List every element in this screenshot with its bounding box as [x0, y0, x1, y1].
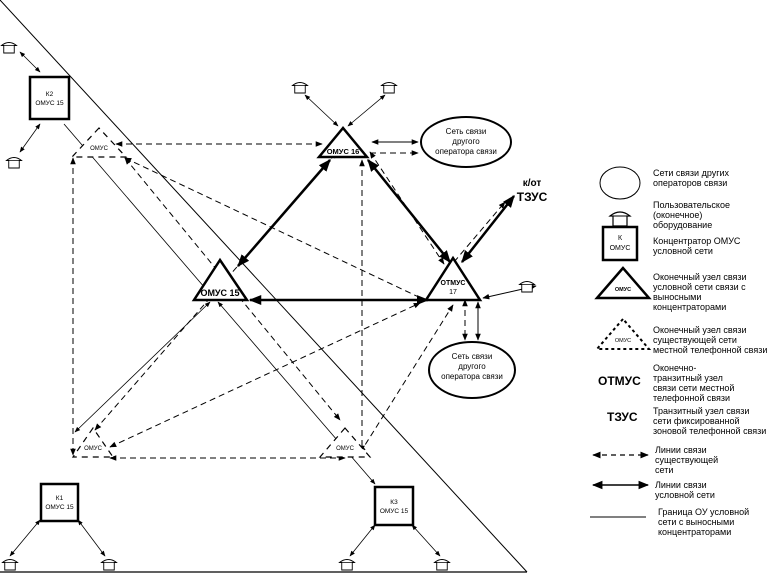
- other-network-bottom-line-2: другого: [458, 362, 486, 371]
- legend-text-other-networks: Сети связи других операторов связи: [653, 168, 730, 188]
- legend-otmus-symbol: ОТМУС: [598, 374, 641, 388]
- other-network-top-line-3: оператора связи: [435, 147, 497, 156]
- legend-text-existing-lines: Линии связи существующей сети: [655, 445, 719, 475]
- tzus-label-line-2: ТЗУС: [517, 190, 548, 204]
- other-network-bottom-line-1: Сеть связи: [452, 352, 493, 361]
- other-network-bottom-line-3: оператора связи: [441, 372, 503, 381]
- solid-link: [237, 159, 331, 267]
- legend-text-conditional-lines: Линии связи условной сети: [655, 480, 715, 500]
- legend-concentrator-symbol: К ОМУС: [601, 225, 639, 262]
- other-operator-network-top[interactable]: Сеть связи другого оператора связи: [420, 116, 512, 168]
- legend-solid-triangle-symbol: ОМУС: [594, 266, 652, 300]
- concentrator-k2-label-1: К2: [46, 91, 54, 98]
- legend-text-otmus: Оконечно- транзитный узел связи сети мес…: [653, 363, 735, 403]
- concentrator-k2[interactable]: К2 ОМУС 15: [28, 75, 71, 121]
- legend-text-existing-node: Оконечный узел связи существующей сети м…: [653, 325, 768, 355]
- legend-tzus-symbol: ТЗУС: [607, 410, 638, 424]
- phone-link: [347, 94, 386, 127]
- node-omus15[interactable]: ОМУС 15: [191, 257, 250, 302]
- phone-icon: [292, 82, 308, 94]
- phone-icon: [2, 559, 18, 571]
- dashed-link: [109, 302, 421, 448]
- node-omus15-label: ОМУС 15: [200, 288, 239, 298]
- phone-link: [9, 519, 41, 557]
- node-omus16-label: ОМУС 16: [327, 147, 360, 156]
- dashed-link: [124, 157, 426, 301]
- other-operator-network-bottom[interactable]: Сеть связи другого оператора связи: [428, 341, 516, 399]
- existing-node-top-label: ОМУС: [90, 146, 108, 152]
- phone-link: [19, 123, 41, 153]
- phone-link: [77, 519, 106, 557]
- existing-node-bottom-mid[interactable]: ОМУС: [318, 427, 372, 458]
- phone-link: [349, 524, 376, 557]
- existing-node-bottom-mid-label: ОМУС: [336, 446, 354, 452]
- svg-text:ОМУС: ОМУС: [610, 245, 631, 252]
- legend-symbols: К ОМУС ОМУС ОМУС: [590, 166, 652, 518]
- concentrator-k3-label-2: ОМУС 15: [380, 508, 409, 515]
- legend-text-boundary: Граница ОУ условной сети с выносными кон…: [658, 507, 750, 537]
- node-otmus17[interactable]: ОТМУС 17: [423, 255, 483, 302]
- svg-text:ОМУС: ОМУС: [615, 287, 631, 293]
- phone-icon: [609, 211, 631, 227]
- phone-icon: [519, 281, 535, 293]
- legend-text-tzus: Транзитный узел связи сети фиксированной…: [653, 406, 767, 436]
- legend-text-terminal-node: Оконечный узел связи условной сети связи…: [653, 272, 747, 312]
- conditional-links: [9, 51, 537, 557]
- tzus-label: к/от ТЗУС: [517, 178, 548, 204]
- concentrator-k1-label-1: К1: [56, 495, 64, 502]
- phone-link: [304, 94, 339, 127]
- existing-node-top[interactable]: ОМУС: [70, 127, 128, 158]
- phone-icon: [434, 559, 450, 571]
- phone-icon: [101, 559, 117, 571]
- svg-text:К: К: [618, 235, 623, 242]
- phone-icon: [381, 82, 397, 94]
- dashed-link: [453, 201, 506, 263]
- existing-node-bottom-left[interactable]: ОМУС: [71, 426, 115, 458]
- node-omus16[interactable]: ОМУС 16: [316, 126, 370, 159]
- legend-dashed-triangle-symbol: ОМУС: [594, 317, 652, 350]
- legend-ellipse-symbol: [599, 166, 641, 200]
- node-otmus17-label-1: ОТМУС: [441, 280, 466, 287]
- concentrator-k3[interactable]: К3 ОМУС 15: [373, 485, 415, 527]
- node-otmus17-label-2: 17: [449, 289, 457, 296]
- other-network-top-line-1: Сеть связи: [446, 127, 487, 136]
- svg-text:ОМУС: ОМУС: [615, 338, 631, 344]
- legend-text-concentrator: Концентратор ОМУС условной сети: [653, 236, 741, 256]
- phone-link: [411, 524, 441, 557]
- concentrator-k2-label-2: ОМУС 15: [35, 100, 64, 107]
- concentrator-k1[interactable]: К1 ОМУС 15: [39, 482, 80, 523]
- dashed-link: [359, 304, 454, 454]
- phone-icon: [339, 559, 355, 571]
- concentrator-k3-label-1: К3: [390, 499, 398, 506]
- solid-link: [367, 159, 451, 263]
- phone-link: [19, 51, 41, 73]
- phone-icon: [6, 157, 22, 169]
- existing-node-bottom-left-label: ОМУС: [84, 446, 102, 452]
- phone-icon: [1, 42, 17, 54]
- solid-link: [461, 195, 515, 263]
- legend-text-user-equipment: Пользовательское (оконечное) оборудовани…: [653, 200, 730, 230]
- tzus-label-line-1: к/от: [523, 178, 542, 189]
- solid-link: [74, 301, 211, 433]
- concentrator-k1-label-2: ОМУС 15: [45, 504, 74, 511]
- other-network-top-line-2: другого: [452, 137, 480, 146]
